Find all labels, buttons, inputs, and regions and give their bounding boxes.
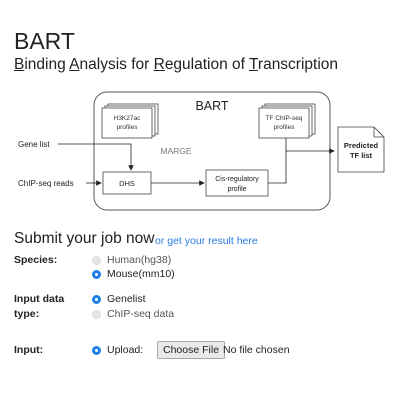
tf-chipseq-profiles: TF ChIP-seq profiles xyxy=(258,103,316,139)
radio-chipseq[interactable] xyxy=(92,309,101,319)
output-label-1: Predicted xyxy=(344,141,379,150)
subtitle-initial-r: R xyxy=(153,56,165,73)
upload-option[interactable]: Upload: xyxy=(92,344,143,356)
subtitle-initial-a: A xyxy=(69,56,80,73)
upload-label: Upload: xyxy=(107,344,144,356)
h3k27ac-profiles: H3K27ac profiles xyxy=(101,103,159,139)
subtitle-part: inding xyxy=(24,56,70,73)
subtitle-part: ranscription xyxy=(257,56,339,73)
bart-box-title: BART xyxy=(195,99,228,113)
cis-label-1: Cis-regulatory xyxy=(215,176,259,183)
bart-diagram: BART H3K27ac profiles TF ChIP-seq profil… xyxy=(18,91,385,211)
radio-upload[interactable] xyxy=(92,345,101,355)
subtitle-part: nalysis for xyxy=(79,56,154,73)
input-type-label-line2: type: xyxy=(14,308,40,320)
chipseq-reads-label: ChIP-seq reads xyxy=(18,179,74,188)
output-label-2: TF list xyxy=(350,151,373,160)
submit-heading: Submit your job now xyxy=(14,230,155,247)
genelist-label: Genelist xyxy=(107,293,146,305)
species-option-human[interactable]: Human(hg38) xyxy=(92,254,171,266)
h3k27ac-label-2: profiles xyxy=(117,124,139,131)
predicted-tf-list-doc: Predicted TF list xyxy=(337,126,385,173)
h3k27ac-label-1: H3K27ac xyxy=(114,115,141,122)
input-type-label-line1: Input data xyxy=(14,293,65,305)
radio-genelist[interactable] xyxy=(92,294,101,304)
subtitle-part: egulation of xyxy=(164,56,249,73)
get-result-link[interactable]: or get your result here xyxy=(155,235,258,247)
dhs-label: DHS xyxy=(119,179,135,188)
radio-human[interactable] xyxy=(92,255,101,265)
chipseq-data-label: ChIP-seq data xyxy=(107,308,175,320)
marge-label: MARGE xyxy=(160,146,192,156)
radio-mouse[interactable] xyxy=(92,269,101,279)
file-status: No file chosen xyxy=(223,344,290,356)
page-subtitle: Binding Analysis for Regulation of Trans… xyxy=(14,56,338,74)
input-type-option-chipseq[interactable]: ChIP-seq data xyxy=(92,308,174,320)
species-label: Species: xyxy=(14,254,58,266)
input-label: Input: xyxy=(14,344,44,356)
cis-label-2: profile xyxy=(227,186,246,193)
tf-chipseq-label-1: TF ChIP-seq xyxy=(266,115,303,122)
subtitle-initial-t: T xyxy=(249,56,258,73)
species-human-label: Human(hg38) xyxy=(107,254,172,266)
choose-file-button[interactable]: Choose File xyxy=(157,341,226,359)
cis-regulatory-box xyxy=(205,169,269,197)
species-option-mouse[interactable]: Mouse(mm10) xyxy=(92,268,175,280)
tf-chipseq-label-2: profiles xyxy=(274,124,296,131)
species-mouse-label: Mouse(mm10) xyxy=(107,268,175,280)
subtitle-initial-b: B xyxy=(14,56,25,73)
page-title: BART xyxy=(14,28,75,54)
input-type-option-genelist[interactable]: Genelist xyxy=(92,293,146,305)
gene-list-label: Gene list xyxy=(18,140,50,149)
diagram-arrows xyxy=(58,138,335,186)
